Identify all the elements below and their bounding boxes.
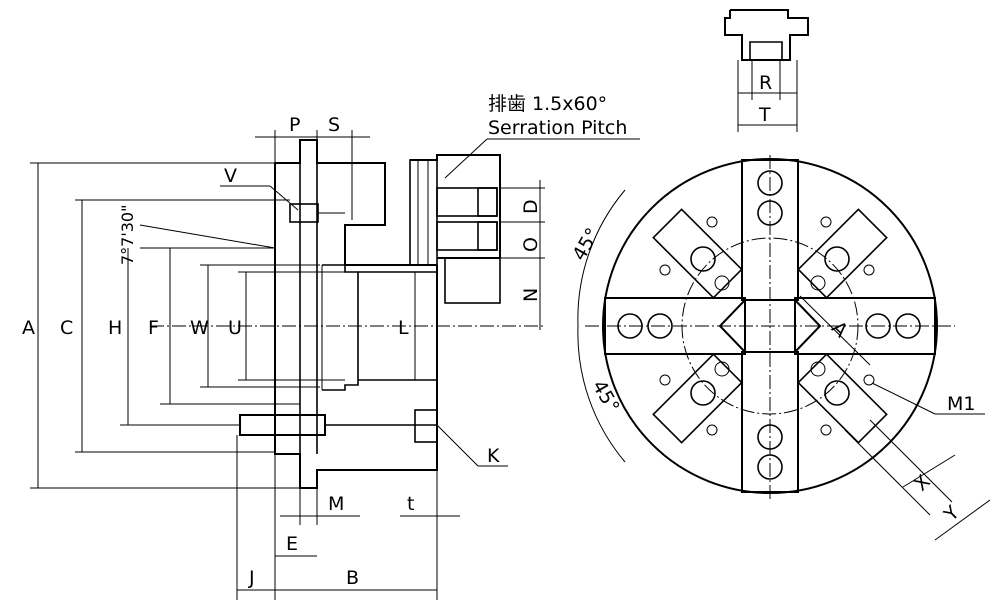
- dim-m-label: M: [328, 493, 344, 515]
- jaw-detail: R T: [724, 9, 809, 132]
- jaw-bolt-upper: [436, 187, 498, 217]
- dim-n-label: N: [520, 288, 542, 302]
- angle-arc-upper: [577, 189, 626, 327]
- dim-k-label: K: [487, 445, 500, 467]
- dim-b-label: B: [346, 567, 359, 589]
- jaw-bolt: [647, 313, 673, 339]
- jaw-bolt: [757, 200, 783, 226]
- dim-t-jaw-label: T: [758, 104, 771, 126]
- front-a-label: A: [827, 317, 852, 342]
- angle-arc-lower: [577, 325, 626, 463]
- jaw-right: [794, 297, 936, 355]
- front-view: 45° 45° A M1 X Y: [568, 155, 991, 541]
- serration-note-en: Serration Pitch: [488, 117, 627, 139]
- bore-outline: [322, 264, 359, 391]
- jaw-bolt: [757, 424, 783, 450]
- dim-w-label: W: [190, 317, 209, 339]
- dim-e-label: E: [286, 533, 298, 555]
- jaw-bolt: [617, 313, 643, 339]
- jaw-bolt: [757, 454, 783, 480]
- jaw-left: [604, 297, 746, 355]
- m1-label: M1: [947, 393, 975, 415]
- dim-j-label: J: [248, 567, 255, 589]
- center-boss: [718, 299, 822, 353]
- top-jaw: [410, 154, 501, 259]
- dim-l-label: L: [398, 317, 409, 339]
- body-outline: [274, 163, 438, 489]
- dim-x-label: X: [910, 471, 935, 496]
- jaw-profile: [724, 9, 809, 61]
- dim-d-label: D: [520, 199, 542, 214]
- dim-h-label: H: [108, 317, 122, 339]
- jaw-key: [749, 41, 783, 60]
- dim-v-label: V: [224, 165, 237, 187]
- dim-o-label: O: [520, 237, 542, 252]
- dim-a-label: A: [22, 317, 35, 339]
- dim-y-label: Y: [939, 501, 964, 526]
- dim-c-label: C: [60, 317, 73, 339]
- mounting-bolt-k: [239, 414, 326, 436]
- dim-u-label: U: [228, 317, 242, 339]
- dim-f-label: F: [148, 317, 159, 339]
- taper-angle-label: 7°7'30": [118, 205, 137, 265]
- dim-s-label: S: [328, 114, 340, 136]
- jaw-bolt-lower: [436, 221, 498, 251]
- side-view: A C H F W U L 7°7'30": [22, 93, 640, 600]
- body-top: [275, 139, 437, 266]
- jaw-bolt: [895, 313, 921, 339]
- serration-note-jp: 排歯 1.5x60°: [488, 93, 607, 115]
- jaw-base: [444, 257, 501, 304]
- dim-r-label: R: [759, 72, 772, 94]
- jaw-bolt: [757, 170, 783, 196]
- jaw-bolt: [865, 313, 891, 339]
- dim-p-label: P: [289, 114, 300, 136]
- m1-hole: [863, 374, 875, 386]
- dim-t-label: t: [407, 493, 414, 515]
